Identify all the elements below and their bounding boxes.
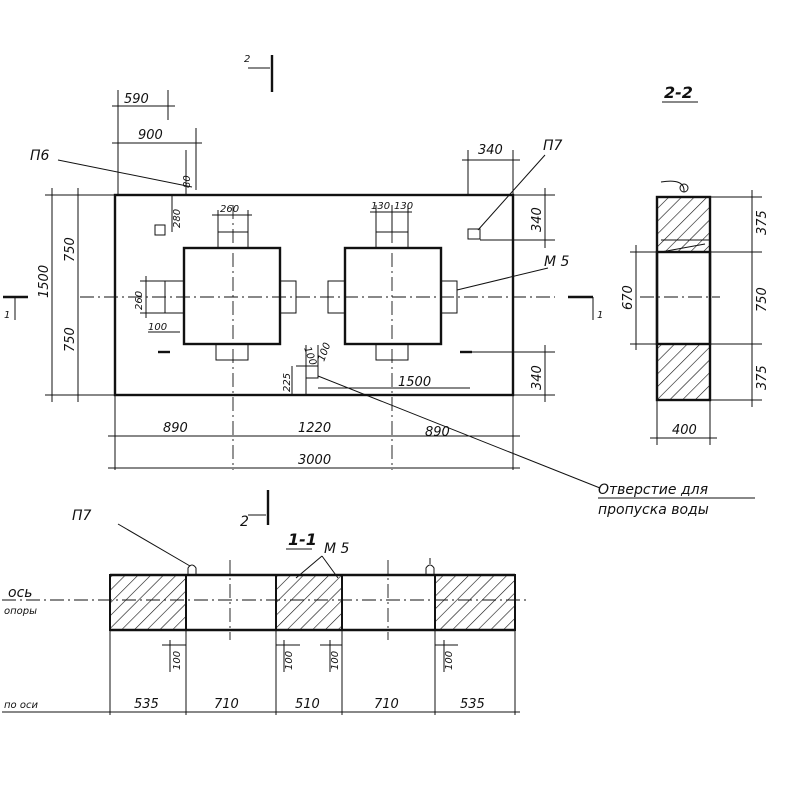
svg-text:225: 225 xyxy=(282,373,293,392)
svg-text:100: 100 xyxy=(316,341,333,363)
slab-outline xyxy=(113,193,515,397)
svg-text:1-1: 1-1 xyxy=(288,530,317,549)
dim-400: 400 xyxy=(650,400,717,445)
dim-260-left: 260 xyxy=(134,276,165,318)
svg-text:П6: П6 xyxy=(30,148,50,164)
svg-text:400: 400 xyxy=(672,423,697,438)
svg-text:100: 100 xyxy=(172,651,183,670)
dim-375-bottom: 375 xyxy=(710,344,770,407)
svg-text:100: 100 xyxy=(330,651,341,670)
dim-375-top: 375 xyxy=(710,190,770,260)
dim-670: 670 xyxy=(621,245,657,350)
label-p7-plan: П7 xyxy=(477,138,563,231)
small-dims-100: 100 100 100 100 xyxy=(162,640,458,672)
dim-100-left: 100 xyxy=(148,322,180,333)
cut-marker-2-top: 2 xyxy=(244,54,274,92)
socket-right xyxy=(327,231,458,361)
embed-p6 xyxy=(154,224,166,236)
dim-130-130: 130 130 xyxy=(370,201,413,232)
embed-p7 xyxy=(467,228,481,240)
svg-text:535: 535 xyxy=(134,697,159,712)
dim-chain-1-1: по оси 535 710 510 710 535 xyxy=(2,630,520,715)
dim-3000: 3000 xyxy=(108,453,520,469)
socket-left xyxy=(164,231,297,361)
svg-text:80: 80 xyxy=(182,175,193,188)
section-1-1: 1-1 ось опоры П7 М 5 xyxy=(2,508,530,715)
svg-text:П7: П7 xyxy=(543,138,563,154)
svg-text:710: 710 xyxy=(214,697,239,712)
svg-text:100: 100 xyxy=(148,322,167,333)
svg-text:ось: ось xyxy=(8,585,33,601)
svg-text:670: 670 xyxy=(621,285,636,310)
svg-text:130: 130 xyxy=(394,201,413,212)
svg-text:340: 340 xyxy=(478,143,503,158)
label-p6: П6 xyxy=(30,148,193,188)
svg-text:М 5: М 5 xyxy=(544,254,570,270)
dim-340-bottom: 340 xyxy=(470,345,555,402)
svg-text:750: 750 xyxy=(63,327,78,352)
dim-900: 900 xyxy=(112,128,202,190)
svg-text:по оси: по оси xyxy=(4,700,38,711)
svg-text:750: 750 xyxy=(63,237,78,262)
label-p7-section: П7 xyxy=(72,508,191,567)
dim-260-top: 260 xyxy=(212,204,252,232)
svg-text:2: 2 xyxy=(240,514,249,530)
dim-280: 280 xyxy=(171,195,183,232)
svg-text:535: 535 xyxy=(460,697,485,712)
dim-hole: 100 100 225 xyxy=(282,341,333,395)
section-2-2: 2-2 375 750 375 670 xyxy=(621,83,770,445)
svg-text:750: 750 xyxy=(755,287,770,312)
svg-text:260: 260 xyxy=(134,291,145,310)
svg-text:890: 890 xyxy=(425,425,450,440)
svg-text:510: 510 xyxy=(295,697,320,712)
dim-bottom-chain: 890 1220 890 xyxy=(108,395,520,470)
svg-text:590: 590 xyxy=(124,92,149,107)
label-m5-plan: М 5 xyxy=(456,254,570,291)
svg-text:1500: 1500 xyxy=(398,375,431,390)
svg-text:Отверстие для: Отверстие для xyxy=(598,482,708,498)
svg-text:2-2: 2-2 xyxy=(664,83,693,102)
svg-text:2: 2 xyxy=(244,54,250,65)
svg-text:1500: 1500 xyxy=(37,265,52,298)
svg-text:100: 100 xyxy=(284,651,295,670)
plan-view: 2 1 1 2 590 900 xyxy=(3,54,755,530)
svg-text:100: 100 xyxy=(444,651,455,670)
water-hole xyxy=(305,365,319,379)
svg-text:340: 340 xyxy=(530,207,545,232)
dim-1500-inner: 1500 xyxy=(318,375,470,390)
label-hole-note: Отверстие для пропуска воды xyxy=(317,375,755,518)
dim-750-left: 750 750 xyxy=(63,188,79,402)
svg-text:890: 890 xyxy=(163,421,188,436)
dim-340-right: 340 xyxy=(480,188,555,248)
svg-text:340: 340 xyxy=(530,365,545,390)
svg-text:375: 375 xyxy=(755,365,770,390)
label-m5-section: М 5 xyxy=(295,541,350,579)
svg-text:280: 280 xyxy=(172,209,183,228)
svg-text:1: 1 xyxy=(4,310,10,321)
svg-text:пропуска воды: пропуска воды xyxy=(598,502,709,518)
svg-text:710: 710 xyxy=(374,697,399,712)
svg-text:П7: П7 xyxy=(72,508,92,524)
cut-marker-1-right: 1 xyxy=(568,295,603,321)
svg-text:3000: 3000 xyxy=(298,453,331,468)
svg-text:375: 375 xyxy=(755,210,770,235)
svg-text:М 5: М 5 xyxy=(324,541,350,557)
svg-text:900: 900 xyxy=(138,128,163,143)
svg-text:130: 130 xyxy=(371,201,390,212)
svg-text:260: 260 xyxy=(220,204,239,215)
cut-marker-2-bottom: 2 xyxy=(240,490,270,530)
svg-text:100: 100 xyxy=(301,345,318,367)
svg-text:опоры: опоры xyxy=(4,606,37,617)
dim-1500-left: 1500 xyxy=(37,188,115,402)
dim-80: 80 xyxy=(182,150,193,195)
svg-text:1: 1 xyxy=(597,310,603,321)
dim-750-2-2: 750 xyxy=(710,252,770,345)
svg-text:1220: 1220 xyxy=(298,421,331,436)
dim-340-top: 340 xyxy=(462,143,520,195)
cut-marker-1-left: 1 xyxy=(3,295,28,321)
